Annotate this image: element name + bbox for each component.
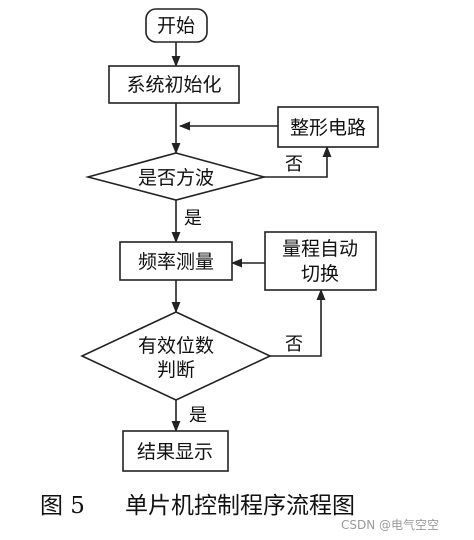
shaping-node (277, 106, 379, 148)
result-node-label: 结果显示 (137, 441, 213, 463)
start-node (145, 8, 208, 43)
auto-range-node-label-line1: 量程自动 (282, 238, 358, 260)
figure-title: 单片机控制程序流程图 (125, 493, 355, 519)
init-node-label: 系统初始化 (126, 74, 221, 96)
shaping-node-label: 整形电路 (290, 117, 366, 139)
freq-measure-node (119, 241, 233, 281)
figure-number: 图 5 (40, 493, 85, 519)
init-node (108, 65, 240, 104)
valid-digits-decision-label-line2: 判断 (157, 359, 195, 381)
result-node (122, 430, 229, 472)
freq-measure-node-label: 频率测量 (138, 251, 214, 273)
valid-digits-decision-label-line1: 有效位数 (138, 335, 214, 357)
edge-square-no (264, 145, 332, 178)
valid-digits-decision (80, 311, 272, 401)
edge-label-yes-valid: 是 (189, 405, 207, 426)
square-wave-decision-label: 是否方波 (138, 167, 214, 189)
edge-label-no-valid: 否 (285, 334, 303, 355)
start-node-label: 开始 (157, 15, 195, 37)
edge-label-yes-square: 是 (184, 208, 202, 229)
edge-label-no-square: 否 (285, 154, 303, 175)
watermark: CSDN @电气空空 (341, 518, 440, 532)
square-wave-decision (84, 152, 268, 201)
auto-range-node (264, 231, 377, 291)
edge-valid-no (270, 288, 326, 357)
auto-range-node-label-line2: 切换 (301, 263, 339, 285)
